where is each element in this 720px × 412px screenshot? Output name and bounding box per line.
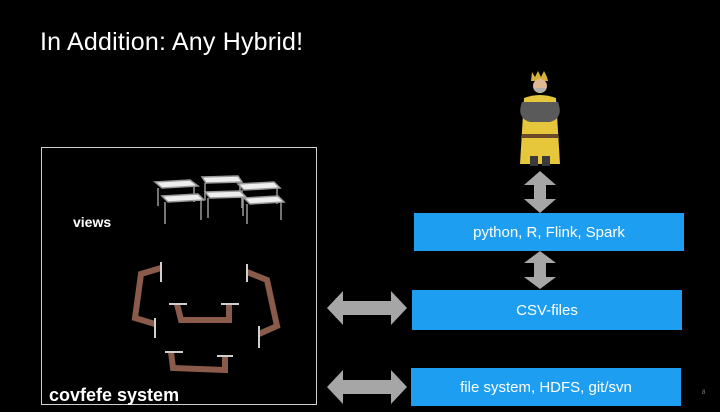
page-number: 8 [702,390,706,396]
arrow-system-csv [327,291,407,325]
system-frame [41,147,317,405]
file-system-box: file system, HDFS, git/svn [411,368,681,406]
arrow-king-python [524,171,556,213]
tables-icon [153,175,286,224]
arrow-system-fs [327,370,407,404]
python-r-flink-spark-box: python, R, Flink, Spark [414,213,684,251]
system-label: covfefe system [49,385,180,405]
king-figure-icon [520,71,560,166]
csv-files-box: CSV-files [412,290,682,330]
views-label: views [73,214,112,230]
arrow-python-csv [524,251,556,289]
clamp-icon [131,262,281,374]
slide-title: In Addition: Any Hybrid! [40,28,304,56]
